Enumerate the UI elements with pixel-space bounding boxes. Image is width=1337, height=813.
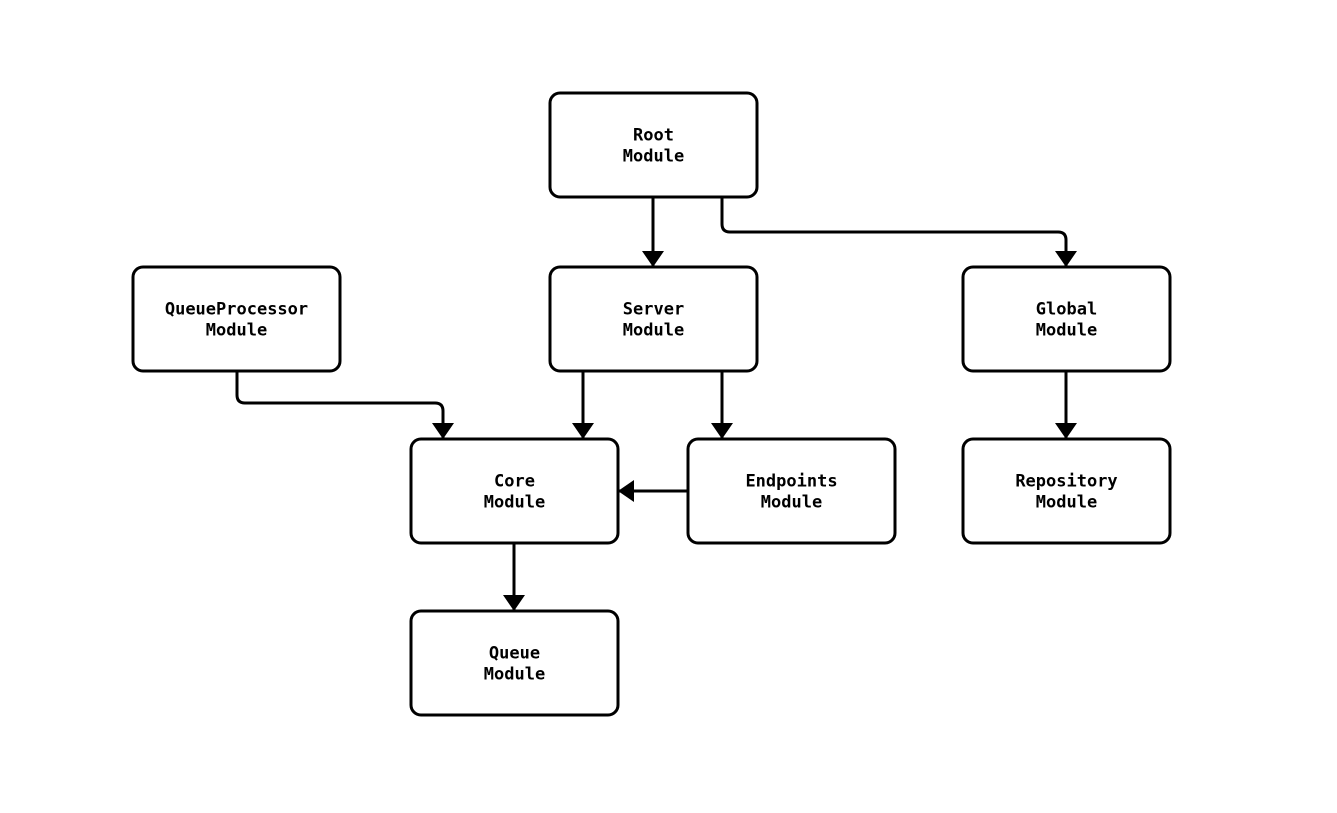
edge-queueprocessor-module-to-core-module bbox=[235, 371, 454, 439]
node-box-global-module bbox=[961, 265, 1172, 373]
edge-root-module-to-global-module bbox=[720, 197, 1077, 267]
node-box-root-module bbox=[548, 91, 759, 199]
node-box-endpoints-module bbox=[686, 437, 897, 545]
node-box-core-module bbox=[409, 437, 620, 545]
node-box-repository-module bbox=[961, 437, 1172, 545]
node-box-server-module bbox=[548, 265, 759, 373]
node-box-queueprocessor-module bbox=[131, 265, 342, 373]
edges-layer bbox=[235, 197, 1077, 611]
node-box-queue-module bbox=[409, 609, 620, 717]
